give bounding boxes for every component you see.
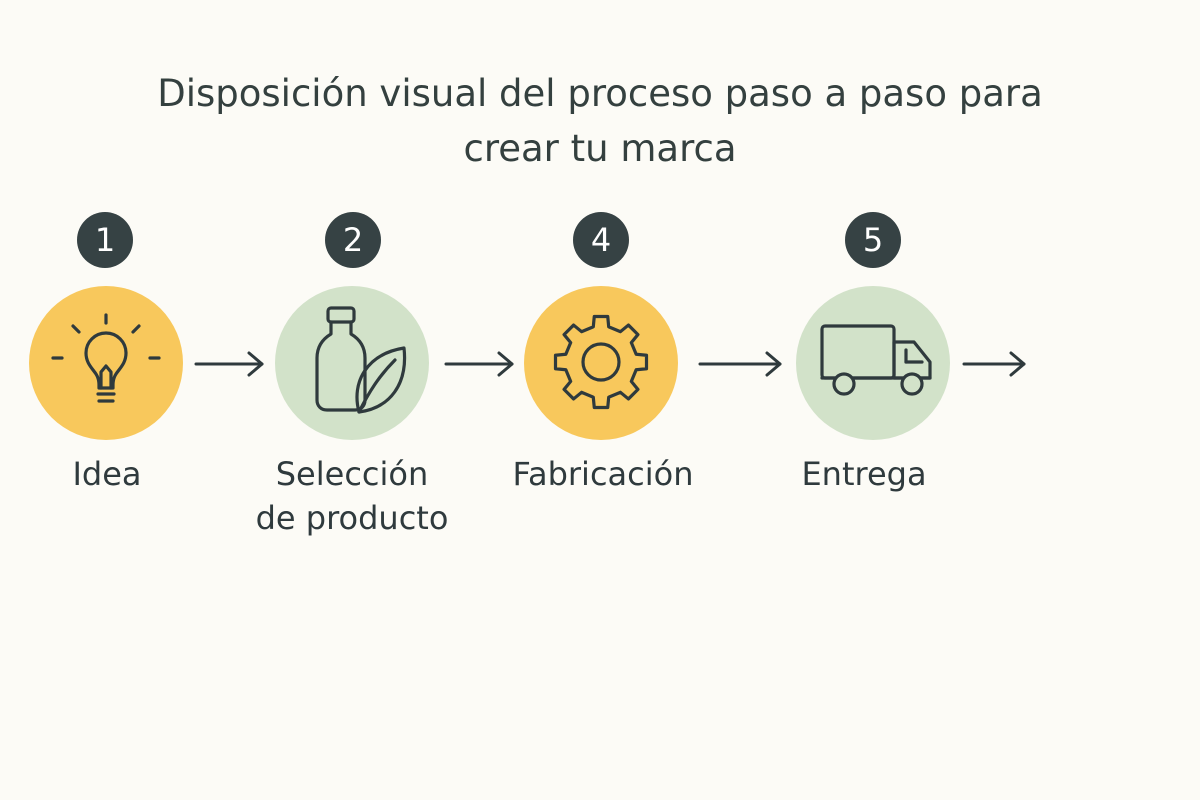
arrow-right-icon: [444, 349, 516, 379]
step-label-line: Fabricación: [512, 455, 694, 493]
truck-icon: [820, 324, 932, 396]
diagram-title: Disposición visual del proceso paso a pa…: [0, 66, 1200, 176]
step-circle-manufacturing: [524, 286, 678, 440]
step-circle-idea: [29, 286, 183, 440]
step-label-delivery: Entrega: [734, 452, 994, 496]
title-line-1: Disposición visual del proceso paso a pa…: [157, 72, 1043, 115]
arrow-right-icon: [194, 349, 266, 379]
step-label-manufacturing: Fabricación: [473, 452, 733, 496]
gear-icon: [553, 314, 649, 410]
step-circle-product-selection: [275, 286, 429, 440]
step-label-line: Entrega: [801, 455, 927, 493]
step-number-badge: 5: [845, 212, 901, 268]
step-number-badge: 1: [77, 212, 133, 268]
lightbulb-icon: [51, 313, 161, 403]
bottle-leaf-icon: [315, 306, 407, 414]
step-label-line: Idea: [72, 455, 142, 493]
step-label-idea: Idea: [0, 452, 237, 496]
step-circle-delivery: [796, 286, 950, 440]
arrow-right-icon: [960, 349, 1032, 379]
title-line-2: crear tu marca: [463, 127, 737, 170]
step-number-badge: 2: [325, 212, 381, 268]
step-label-product-selection: Selección de producto: [222, 452, 482, 540]
step-label-line: Selección: [275, 455, 429, 493]
step-label-line: de producto: [255, 499, 449, 537]
arrow-right-icon: [698, 349, 782, 379]
step-number-badge: 4: [573, 212, 629, 268]
